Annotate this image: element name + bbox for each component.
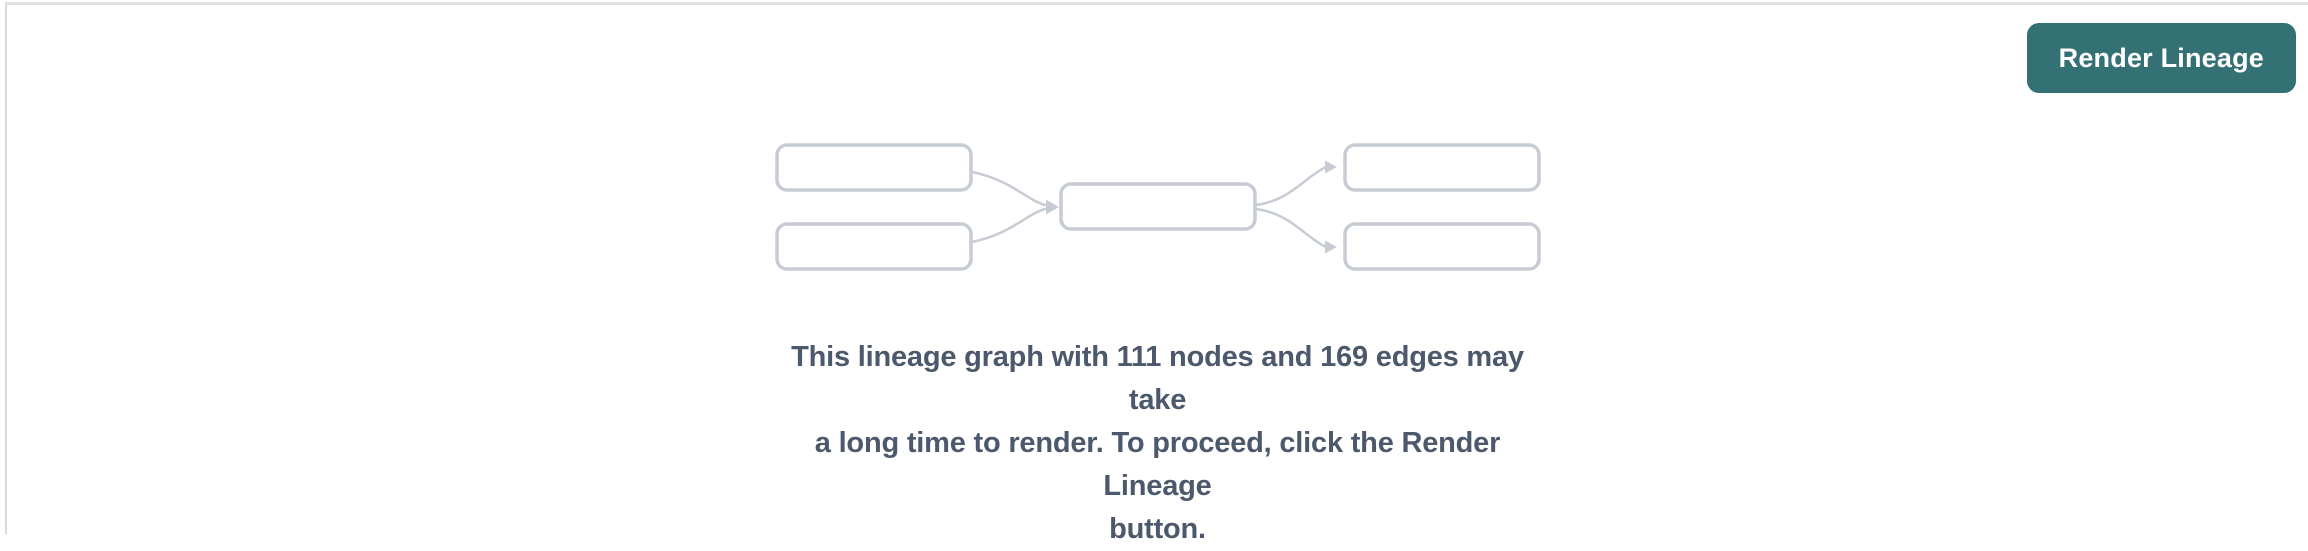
render-lineage-button[interactable]: Render Lineage — [2027, 23, 2296, 93]
lineage-graph-illustration — [775, 142, 1541, 272]
render-warning-message: This lineage graph with 111 nodes and 16… — [775, 336, 1541, 551]
node-box-left-top — [777, 145, 971, 190]
arrowhead-center — [1046, 200, 1059, 215]
lineage-panel: Render Lineage This lineage graph with 1… — [5, 2, 2308, 534]
message-line-1: This lineage graph with 111 nodes and 16… — [775, 336, 1541, 422]
edge-arrow-right-top — [1256, 167, 1326, 205]
node-box-left-bottom — [777, 224, 971, 269]
arrowhead-right-bottom — [1325, 241, 1337, 254]
message-line-3: button. — [775, 508, 1541, 551]
node-box-right-bottom — [1345, 224, 1539, 269]
node-box-right-top — [1345, 145, 1539, 190]
edge-arrow-left-bottom — [972, 209, 1045, 242]
node-box-center — [1061, 184, 1255, 229]
lineage-placeholder-content: This lineage graph with 111 nodes and 16… — [775, 142, 1541, 551]
edge-arrow-left-top — [972, 172, 1045, 205]
edge-arrow-right-bottom — [1256, 209, 1326, 247]
message-line-2: a long time to render. To proceed, click… — [775, 422, 1541, 508]
arrowhead-right-top — [1325, 161, 1337, 174]
